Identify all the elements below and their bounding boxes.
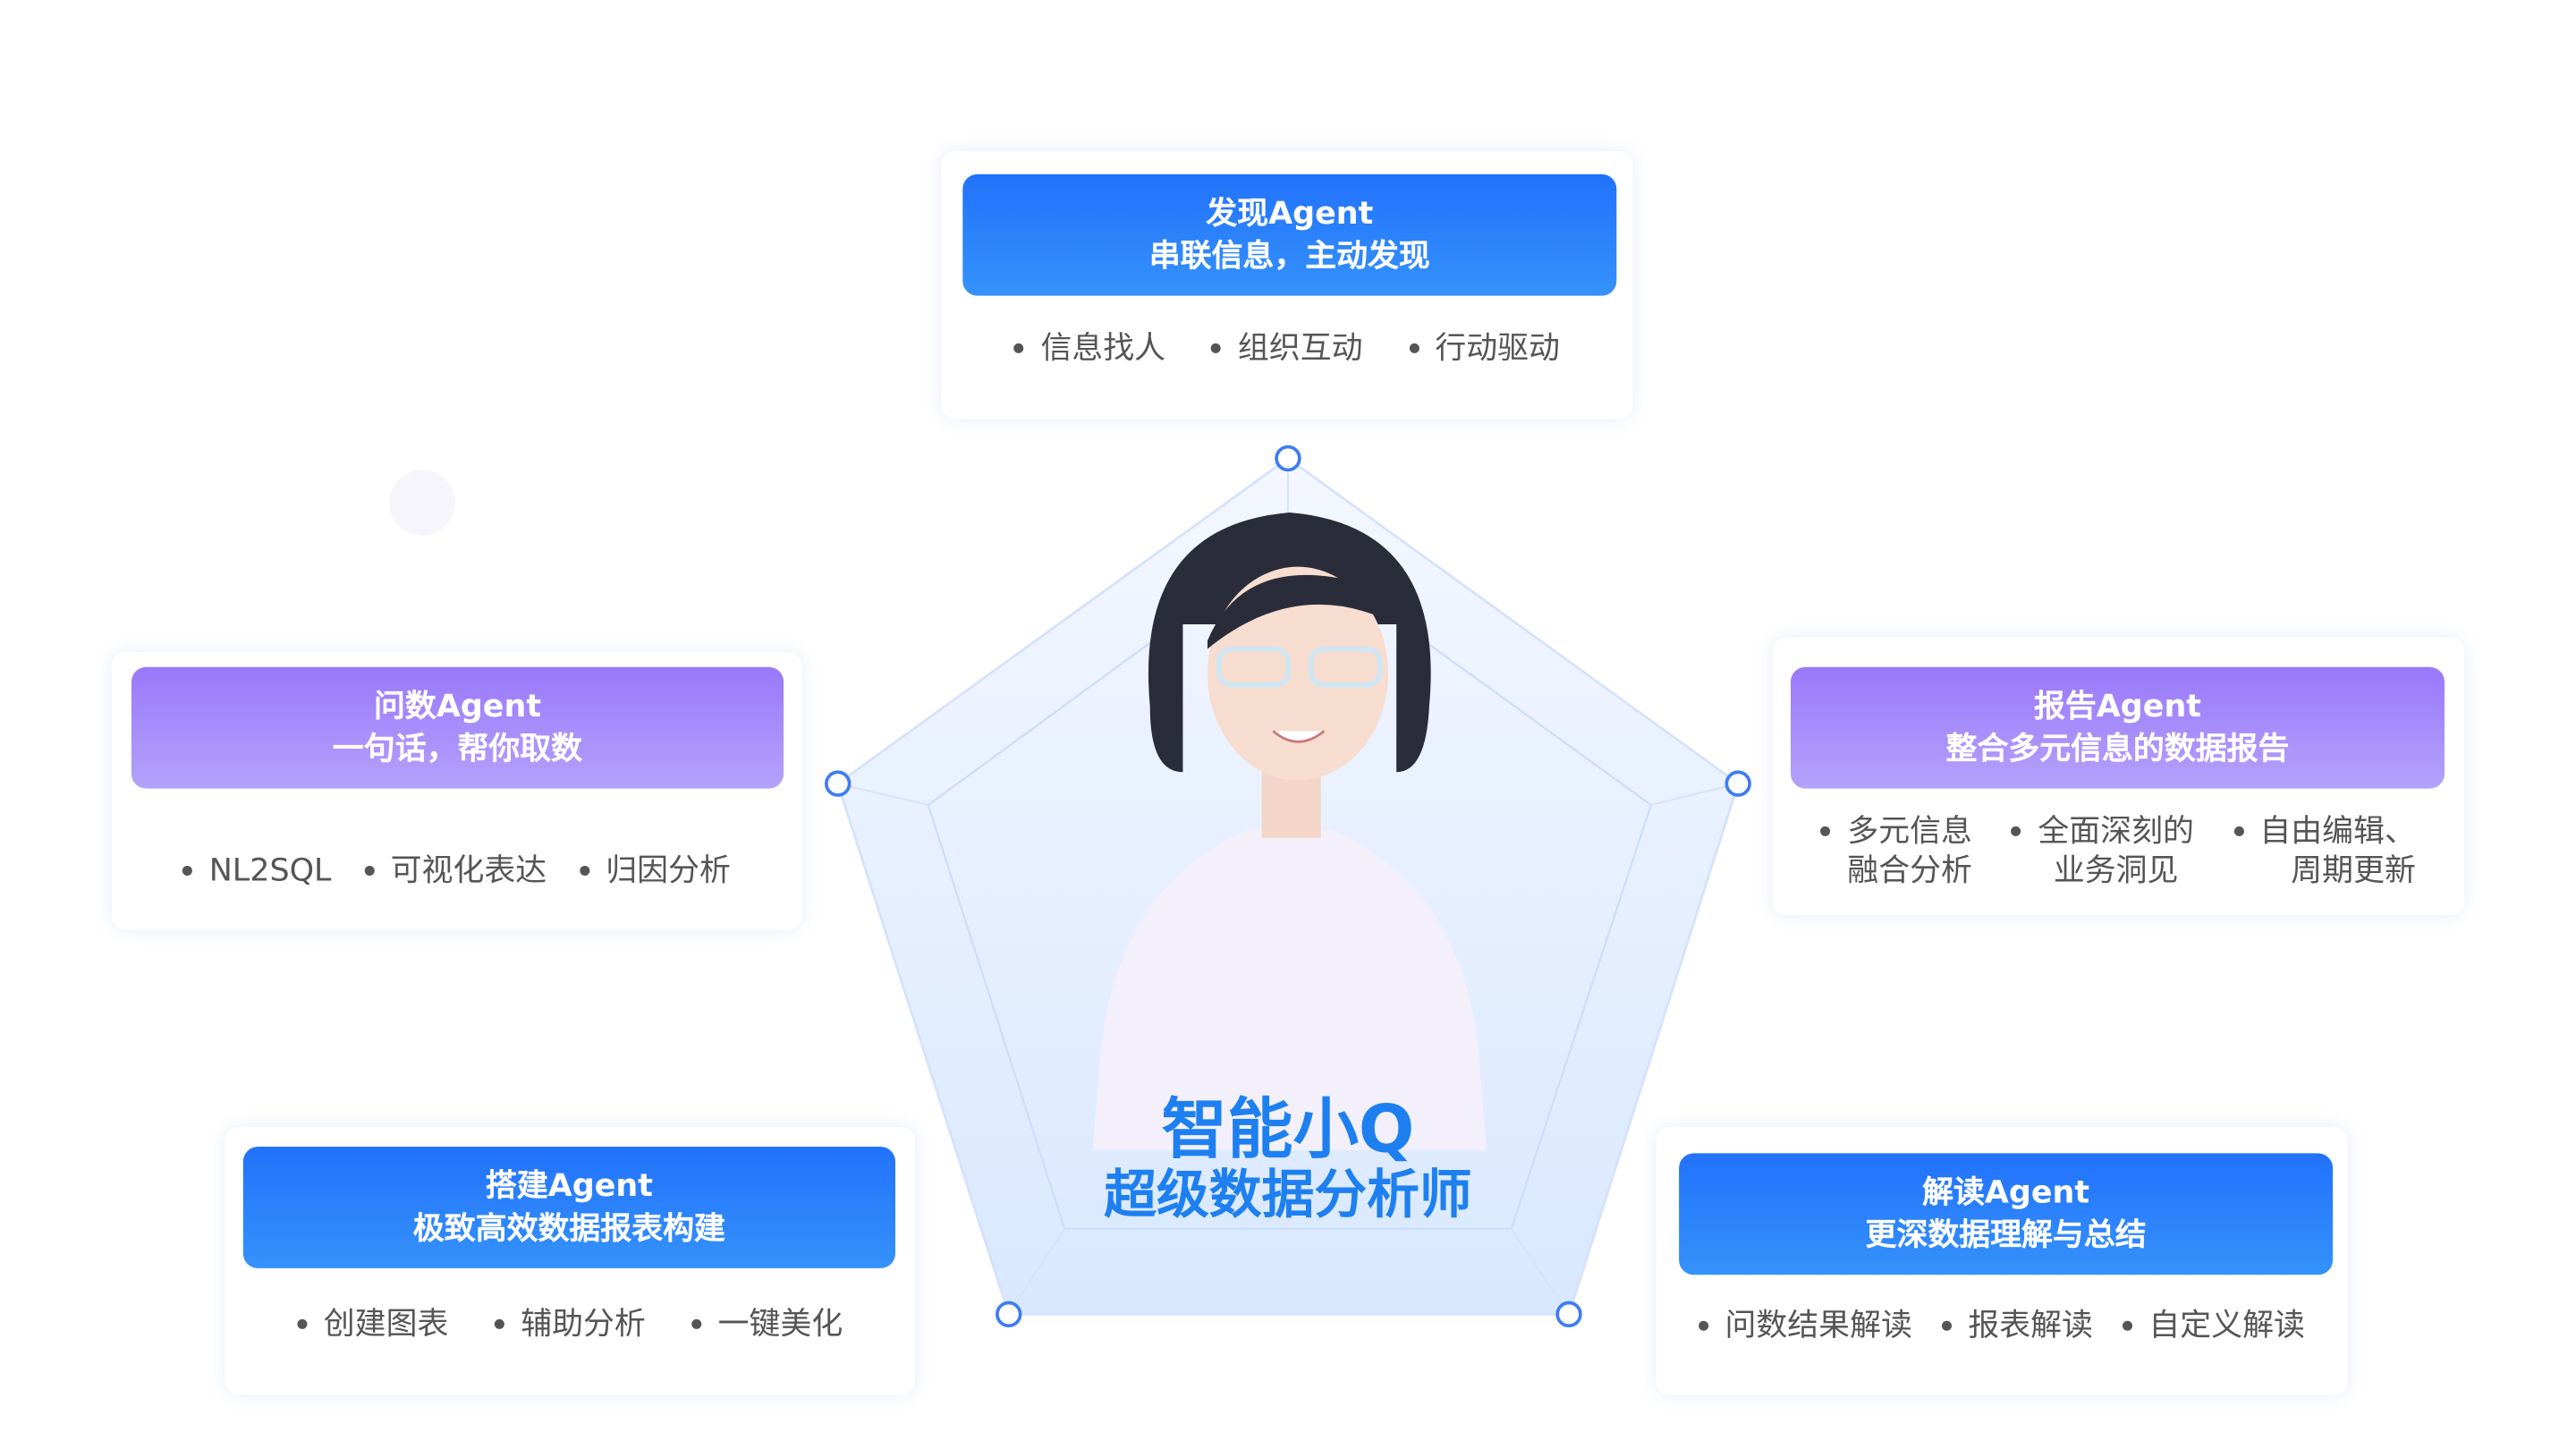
agent-title: 问数Agent <box>374 688 542 724</box>
agent-title: 解读Agent <box>1922 1174 2090 1211</box>
feature-item: 自由编辑、 周期更新 <box>2233 811 2416 890</box>
agent-slogan: 极致高效数据报表构建 <box>412 1210 725 1248</box>
feature-list: 信息找人 组织互动 行动驱动 <box>941 328 1632 368</box>
feature-item: 自定义解读 <box>2123 1306 2305 1345</box>
feature-item: 多元信息 融合分析 <box>1821 811 1972 890</box>
feature-item: 信息找人 <box>1014 328 1165 368</box>
agent-slogan: 整合多元信息的数据报告 <box>1945 731 2290 767</box>
agent-title: 发现Agent <box>1206 195 1374 232</box>
feature-item: 辅助分析 <box>495 1304 646 1343</box>
vertex-dot <box>825 770 852 797</box>
agent-slogan: 串联信息，主动发现 <box>1148 238 1430 275</box>
agent-card-header: 发现Agent 串联信息，主动发现 <box>962 174 1617 296</box>
agent-card-discover[interactable]: 发现Agent 串联信息，主动发现 信息找人 组织互动 行动驱动 <box>941 150 1633 419</box>
feature-item: 归因分析 <box>580 851 731 890</box>
agent-card-header: 问数Agent 一句话，帮你取数 <box>131 666 784 789</box>
feature-item: 行动驱动 <box>1409 328 1560 368</box>
inner-pentagon <box>927 540 1653 1230</box>
agent-slogan: 更深数据理解与总结 <box>1865 1216 2147 1254</box>
agent-card-header: 解读Agent 更深数据理解与总结 <box>1679 1153 2334 1275</box>
agent-card-build[interactable]: 搭建Agent 极致高效数据报表构建 创建图表 辅助分析 一键美化 <box>225 1126 916 1395</box>
feature-list: 创建图表 辅助分析 一键美化 <box>225 1304 915 1343</box>
vertex-dot <box>1555 1301 1582 1328</box>
feature-item: 可视化表达 <box>364 851 547 890</box>
vertex-dot <box>996 1301 1022 1328</box>
agent-card-interpret[interactable]: 解读Agent 更深数据理解与总结 问数结果解读 报表解读 自定义解读 <box>1656 1126 2348 1395</box>
agent-card-report[interactable]: 报告Agent 整合多元信息的数据报告 多元信息 融合分析 全面深刻的 业务洞见… <box>1772 637 2465 916</box>
decor-dot <box>389 470 455 536</box>
feature-item: 问数结果解读 <box>1699 1306 1911 1345</box>
agent-slogan: 一句话，帮你取数 <box>332 731 583 767</box>
vertex-dot <box>1275 445 1301 472</box>
agent-card-header: 报告Agent 整合多元信息的数据报告 <box>1791 666 2445 789</box>
feature-list: NL2SQL 可视化表达 归因分析 <box>112 851 801 890</box>
feature-list: 多元信息 融合分析 全面深刻的 业务洞见 自由编辑、 周期更新 <box>1773 811 2464 890</box>
center-subtitle: 超级数据分析师 <box>1104 1163 1472 1226</box>
feature-item: 组织互动 <box>1212 328 1363 368</box>
feature-item: 一键美化 <box>691 1304 843 1343</box>
agent-title: 搭建Agent <box>485 1167 653 1205</box>
feature-item: 报表解读 <box>1942 1306 2093 1345</box>
center-name: 智能小Q <box>1161 1092 1415 1168</box>
agent-card-query[interactable]: 问数Agent 一句话，帮你取数 NL2SQL 可视化表达 归因分析 <box>111 652 802 930</box>
feature-item: 全面深刻的 业务洞见 <box>2012 811 2194 890</box>
agent-card-header: 搭建Agent 极致高效数据报表构建 <box>242 1147 896 1268</box>
feature-item: 创建图表 <box>297 1304 449 1343</box>
person-illustration <box>1092 513 1487 1150</box>
feature-list: 问数结果解读 报表解读 自定义解读 <box>1656 1306 2347 1345</box>
vertex-dot <box>1724 770 1751 797</box>
agent-title: 报告Agent <box>2034 688 2202 724</box>
feature-item: NL2SQL <box>182 851 332 890</box>
